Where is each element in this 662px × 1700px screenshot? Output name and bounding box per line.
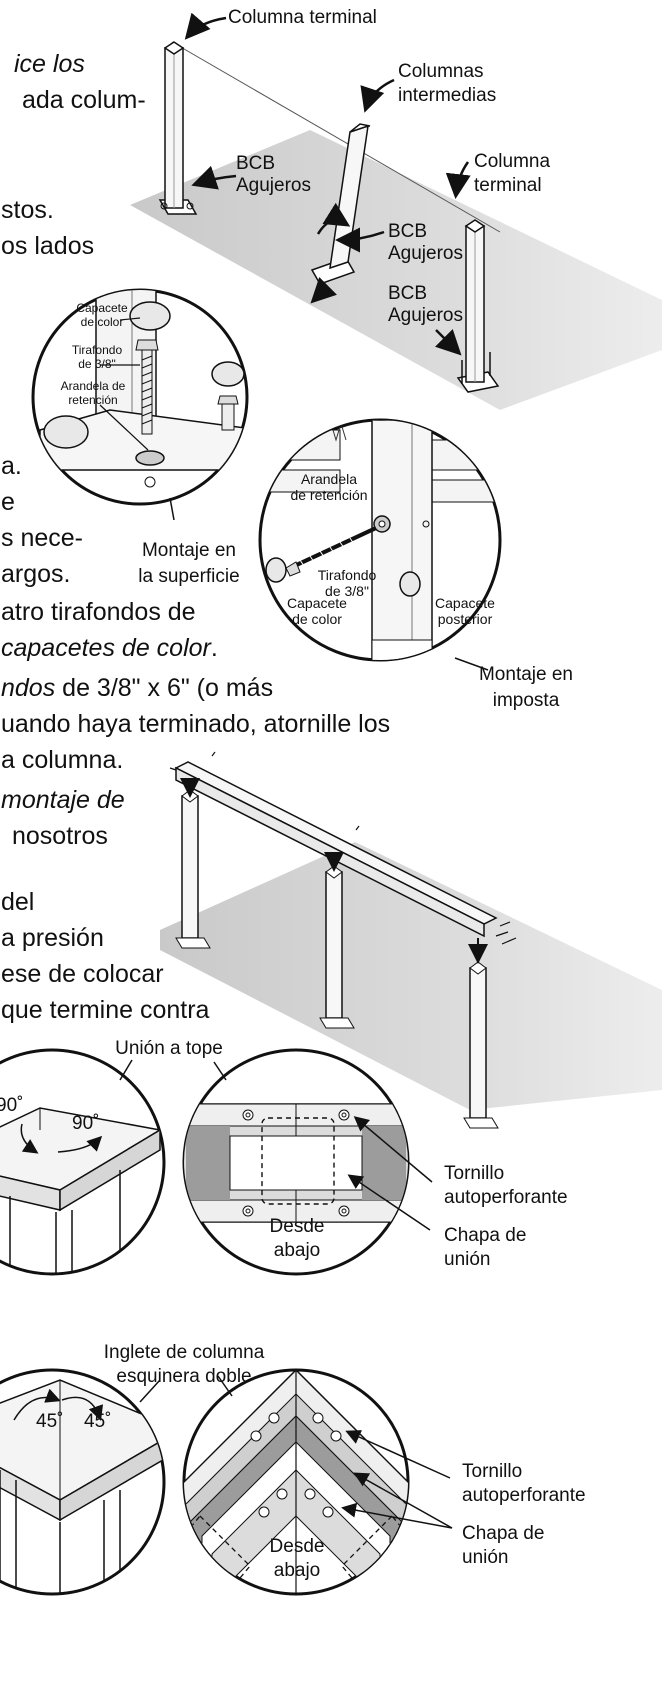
text-line-1: ice los bbox=[14, 50, 85, 78]
post-2 bbox=[319, 865, 355, 1029]
label-tornillo-butt-2: autoperforante bbox=[444, 1187, 568, 1208]
string-line bbox=[171, 41, 501, 233]
text-line-10-italic: capacetes de color bbox=[1, 634, 211, 662]
text-line-14: montaje de bbox=[1, 786, 125, 814]
text-line-11-italic: ndos bbox=[1, 674, 56, 702]
label-columnas-intermedias-1: Columnas bbox=[398, 61, 484, 82]
label-desde-abajo-miter-2: abajo bbox=[273, 1560, 321, 1581]
label-tirafondo-fascia-1: Tirafondo bbox=[317, 567, 377, 583]
angle-butt-right: 90˚ bbox=[72, 1113, 100, 1134]
label-chapa-butt-2: unión bbox=[444, 1249, 491, 1270]
label-arandela-fascia-2: de retención bbox=[290, 487, 368, 503]
detail-fascia-mount bbox=[258, 418, 502, 671]
label-columna-terminal-right-2: terminal bbox=[474, 175, 542, 196]
text-line-8: argos. bbox=[1, 560, 71, 588]
detail-miter-right bbox=[182, 1368, 453, 1596]
text-line-10-end: . bbox=[210, 634, 218, 662]
label-tornillo-butt-1: Tornillo bbox=[444, 1163, 505, 1184]
angle-miter-right: 45˚ bbox=[84, 1411, 112, 1432]
text-line-9: atro tirafondos de bbox=[1, 598, 196, 626]
label-arandela-fascia-1: Arandela bbox=[300, 471, 358, 487]
label-tirafondo-surface-2: de 3/8" bbox=[78, 357, 116, 371]
label-capacete-surface-2: de color bbox=[80, 315, 124, 329]
label-tornillo-miter-2: autoperforante bbox=[462, 1485, 586, 1506]
text-line-6: e bbox=[1, 488, 15, 516]
text-line-3: stos. bbox=[1, 196, 54, 224]
label-capacete-surface-1: Capacete bbox=[76, 301, 128, 315]
fig-railing-assembly bbox=[160, 751, 662, 1129]
text-line-17: a presión bbox=[1, 924, 104, 952]
label-bcb-mid-2: Agujeros bbox=[388, 243, 463, 264]
text-line-18: ese de colocar bbox=[1, 960, 164, 988]
label-arandela-surface-2: retención bbox=[68, 393, 118, 407]
label-bcb-mid-1: BCB bbox=[388, 221, 428, 242]
label-capacete-fascia-2: de color bbox=[292, 611, 342, 627]
detail-butt-right bbox=[182, 1048, 433, 1276]
label-capacete-posterior-1: Capacete bbox=[435, 595, 495, 611]
text-line-15: nosotros bbox=[12, 822, 108, 850]
title-union-a-tope: Unión a tope bbox=[115, 1038, 223, 1059]
label-columnas-intermedias-2: intermedias bbox=[398, 85, 497, 106]
label-tornillo-miter-1: Tornillo bbox=[462, 1461, 523, 1482]
caption-montaje-superficie-2: la superficie bbox=[138, 566, 240, 587]
label-tirafondo-surface-1: Tirafondo bbox=[71, 343, 123, 357]
text-line-13: a columna. bbox=[1, 746, 124, 774]
label-bcb-right-2: Agujeros bbox=[388, 305, 463, 326]
fig1-posts-layout bbox=[130, 12, 662, 410]
post-3 bbox=[463, 961, 499, 1129]
title-inglete-2: esquinera doble bbox=[116, 1366, 252, 1387]
text-line-5: a. bbox=[1, 452, 22, 480]
label-desde-abajo-butt-2: abajo bbox=[273, 1240, 321, 1261]
text-line-2: ada colum- bbox=[22, 86, 146, 114]
label-columna-terminal: Columna terminal bbox=[228, 7, 377, 28]
label-columna-terminal-right-1: Columna bbox=[474, 151, 551, 172]
label-tirafondo-fascia-2: de 3/8" bbox=[325, 583, 369, 599]
detail-surface-mount bbox=[31, 288, 249, 521]
label-chapa-miter-2: unión bbox=[462, 1547, 509, 1568]
detail-miter-left bbox=[0, 1368, 166, 1596]
text-line-10: capacetes de color. bbox=[1, 636, 218, 661]
label-desde-abajo-miter-1: Desde bbox=[269, 1536, 325, 1557]
label-bcb-left-1: BCB bbox=[236, 153, 276, 174]
angle-miter-left: 45˚ bbox=[36, 1411, 64, 1432]
text-line-12: uando haya terminado, atornille los bbox=[1, 710, 391, 738]
text-line-16: del bbox=[1, 888, 35, 916]
label-capacete-posterior-2: posterior bbox=[437, 611, 493, 627]
text-line-4: os lados bbox=[1, 232, 95, 260]
text-line-7: s nece- bbox=[1, 524, 83, 552]
terminal-post-left bbox=[158, 41, 198, 215]
terminal-post-right bbox=[456, 219, 500, 393]
ground-plane-2 bbox=[160, 842, 662, 1110]
label-bcb-right-1: BCB bbox=[388, 283, 428, 304]
text-line-19: que termine contra bbox=[1, 996, 210, 1024]
caption-montaje-superficie-1: Montaje en bbox=[141, 540, 236, 561]
text-line-11-rest: de 3/8" x 6" (o más bbox=[55, 674, 274, 702]
angle-butt-left: 90˚ bbox=[0, 1095, 24, 1116]
label-capacete-fascia-1: Capacete bbox=[287, 595, 347, 611]
label-desde-abajo-butt-1: Desde bbox=[269, 1216, 325, 1237]
text-line-11: ndos de 3/8" x 6" (o más bbox=[1, 676, 273, 701]
label-chapa-miter-1: Chapa de bbox=[462, 1523, 545, 1544]
label-arandela-surface-1: Arandela de bbox=[60, 379, 126, 393]
title-inglete-1: Inglete de columna bbox=[103, 1342, 265, 1363]
caption-montaje-imposta-1: Montaje en bbox=[478, 664, 573, 685]
label-chapa-butt-1: Chapa de bbox=[444, 1225, 527, 1246]
caption-montaje-imposta-2: imposta bbox=[492, 690, 560, 711]
label-bcb-left-2: Agujeros bbox=[236, 175, 311, 196]
detail-butt-left bbox=[0, 1048, 166, 1276]
ground-plane bbox=[130, 130, 662, 410]
